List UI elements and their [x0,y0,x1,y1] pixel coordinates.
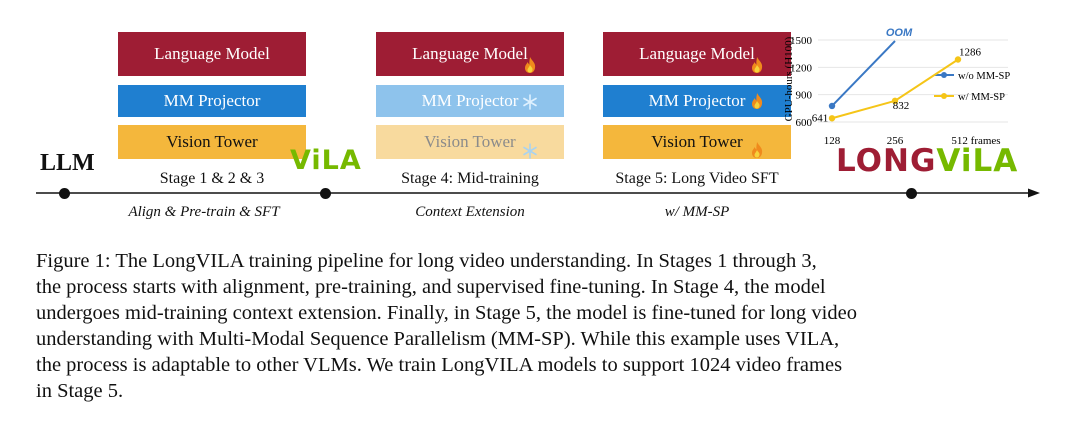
snowflake-icon [523,94,537,110]
mm-projector-block-stage-1-3: MM Projector [118,85,306,117]
gpu-hours-chart: GPU-hours (H100)600 900 1200 1500 128 256 512 … [783,27,1010,147]
data-label: 832 [893,100,910,112]
caption-line: Figure 1: The LongVILA training pipeline… [36,250,817,272]
fire-icon [752,57,763,73]
timeline-marker [906,188,917,199]
caption-line: understanding with Multi-Modal Sequence … [36,328,840,350]
legend-marker [941,72,947,78]
timeline-axis [36,188,1040,198]
x-tick-label: 256 [887,135,904,147]
data-point [828,115,836,122]
stage-5-subtitle: w/ MM-SP [664,204,730,220]
stage-4-title: Stage 4: Mid-training [401,170,539,187]
caption-line: in Stage 5. [36,380,124,402]
block-label: Vision Tower [424,132,516,151]
caption-line: the process starts with alignment, pre-t… [36,276,826,298]
block-label: Language Model [639,44,755,63]
language-model-block-stage-1-3: Language Model [118,32,306,76]
caption-line: undergoes mid-training context extension… [36,302,857,324]
figure-caption: Figure 1: The LongVILA training pipeline… [36,248,1046,404]
longvila-logo-long: LONG [836,143,937,179]
fire-icon [525,57,536,73]
block-label: Language Model [154,44,270,63]
data-label: 1286 [959,46,982,58]
block-label: MM Projector [421,91,519,110]
legend-marker [941,93,947,99]
caption-line: the process is adaptable to other VLMs. … [36,354,843,376]
longvila-logo-vila: ViLA [936,143,1019,179]
oom-annotation: OOM [886,27,913,39]
legend-label: w/o MM-SP [958,71,1010,82]
mm-projector-block-stage-5: MM Projector [603,85,791,117]
stage-1-3-subtitle: Align & Pre-train & SFT [128,204,280,220]
y-tick-label: 1200 [790,62,813,74]
y-tick-label: 600 [796,117,813,129]
block-label: Language Model [412,44,528,63]
block-label: MM Projector [648,91,746,110]
vision-tower-block-stage-1-3: Vision Tower [118,125,306,159]
snowflake-icon [523,143,537,159]
block-label: Vision Tower [166,132,258,151]
y-axis-label: GPU-hours (H100) [783,36,795,121]
vila-logo: ViLA [290,145,362,176]
series-line [831,40,896,107]
fire-icon [752,142,763,158]
x-tick-label: 128 [824,135,841,147]
data-label: 641 [812,112,829,124]
legend-label: w/ MM-SP [958,92,1005,103]
stage-1-3-title: Stage 1 & 2 & 3 [159,170,265,187]
longvila-logo: LONGViLA [836,143,1018,179]
vila-logo-text: ViLA [290,145,362,176]
block-label: Vision Tower [651,132,743,151]
llm-label: LLM [40,150,95,176]
y-tick-label: 900 [796,90,813,102]
x-tick-label: 512 frames [951,135,1000,147]
stage-4-subtitle: Context Extension [415,204,525,220]
timeline-marker [320,188,331,199]
stage-5-title: Stage 5: Long Video SFT [615,170,779,187]
data-point [828,102,836,110]
block-label: MM Projector [163,91,261,110]
y-tick-label: 1500 [790,35,813,47]
data-point [891,97,899,105]
data-point [954,56,962,63]
fire-icon [752,93,763,109]
timeline-marker [59,188,70,199]
